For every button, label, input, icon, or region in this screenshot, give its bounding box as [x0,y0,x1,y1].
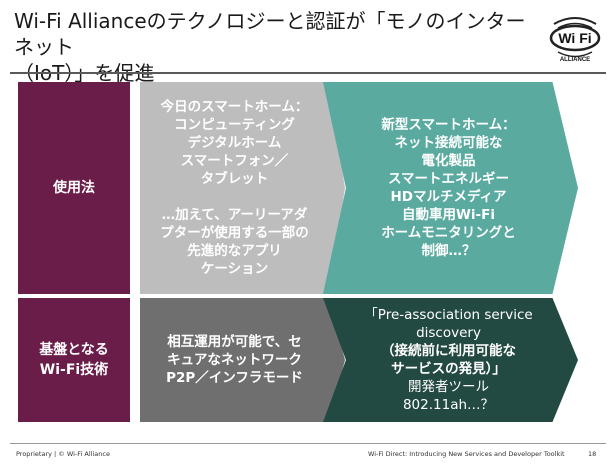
future-line: スマートエネルギー [387,171,510,187]
current-line: 相互運用が可能で、セ [167,334,302,350]
future-line: ネット接続可能な [394,135,503,151]
slide-title: Wi-Fi Allianceのテクノロジーと認証が「モノのインターネット （Io… [14,8,534,86]
arrow-current-wifi-tech: 相互運用が可能で、セ キュアなネットワーク P2P／インフラモード [140,298,345,422]
row-label-usage-text: 使用法 [53,180,95,196]
future-line: HDマルチメディア [390,189,507,205]
row-label-foundation: 基盤となる Wi-Fi技術 [18,298,130,422]
future-line: 自動車用Wi-Fi [402,207,495,223]
slide-title-line-1: Wi-Fi Allianceのテクノロジーと認証が「モノのインターネット [14,9,526,59]
future-tech-line: サービスの発見）」 [391,361,506,377]
today-line: コンピューティング [174,117,295,133]
row-label-foundation-line-1: 基盤となる [39,342,109,358]
footer-page-number: 18 [588,450,597,458]
today-extra-line: 先進的なアプリ [187,243,282,259]
future-tech-line: discovery [416,325,481,341]
future-line: 電化製品 [421,153,476,169]
row-label-usage: 使用法 [18,82,130,294]
future-tech-line: 802.11ah…？ [402,397,495,413]
today-line: スマートフォン／ [180,153,289,169]
footer-divider [10,443,606,444]
current-line: P2P／インフラモード [166,370,303,386]
today-extra-line: プターが使用する一部の [160,225,309,241]
logo-subtext: ALLIANCE [560,57,590,63]
future-line: ホームモニタリングと [381,225,516,241]
title-divider [10,72,606,74]
arrow-today-smart-home: 今日のスマートホーム： コンピューティング デジタルホーム スマートフォン／ タ… [140,82,345,294]
footer-presentation-title: Wi-Fi Direct: Introducing New Services a… [368,450,565,458]
today-line: タブレット [200,171,269,187]
logo-text: Wi Fi [558,30,591,46]
row-label-foundation-line-2: Wi-Fi技術 [39,362,109,378]
arrow-new-smart-home: 新型スマートホーム： ネット接続可能な 電化製品 スマートエネルギー HDマルチ… [323,82,578,294]
today-line: 今日のスマートホーム： [160,99,309,115]
future-tech-line: 「Pre-association service [364,307,533,323]
wifi-alliance-logo-icon: Wi Fi ALLIANCE [546,14,604,64]
current-line: キュアなネットワーク [167,352,302,368]
arrow-future-wifi-tech: 「Pre-association service discovery （接続前に… [323,298,578,422]
today-line: デジタルホーム [187,135,282,151]
footer-copyright: Proprietary | © Wi-Fi Alliance [16,450,110,458]
future-tech-line: 開発者ツール [408,379,489,395]
future-line: 制御…？ [421,243,476,259]
today-extra-line: …加えて、アーリーアダ [161,207,308,223]
future-tech-line: （接続前に利用可能な [381,343,516,359]
today-extra-line: ケーション [200,261,269,277]
future-line: 新型スマートホーム： [381,117,516,133]
